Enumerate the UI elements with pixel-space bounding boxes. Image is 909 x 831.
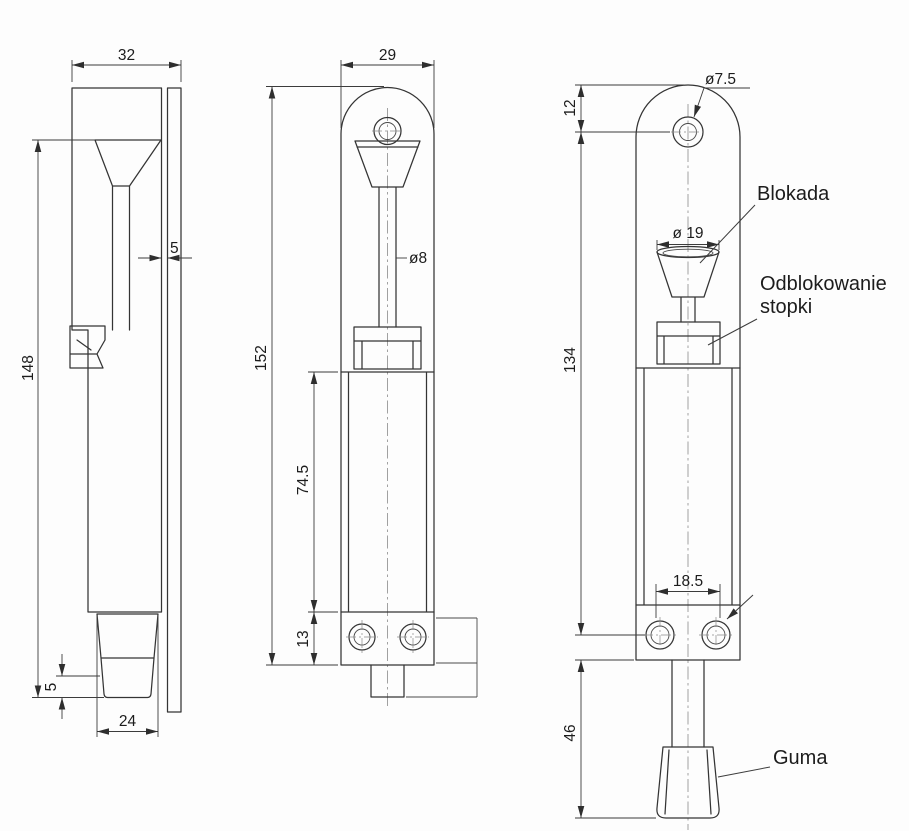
dim-hole-diameter-label: ø7.5 [705,71,736,88]
body-channel-lines [340,371,435,613]
hole-centermarks [643,131,733,653]
dim-depth-label: 32 [118,47,135,64]
housing-outline [71,87,163,613]
dim-gap-label: 5 [170,240,179,257]
dim-slide-ext [308,371,338,613]
front-view: 29 ø8 152 74.5 13 [253,47,478,708]
body-outline [340,86,435,666]
release-leader-line [707,318,758,346]
rubber-leader-line [717,766,771,778]
body-outline [635,84,741,661]
cap-cone [656,251,720,323]
foot-stem [671,659,705,748]
dim-base-label: 13 [295,630,312,647]
backplate-outline [166,87,182,713]
dim-footheight-ext [575,659,656,819]
dim-width-ext [340,60,435,128]
dim-foot-width-label: 24 [119,713,137,730]
dim-stem-label: ø8 [409,250,427,267]
dim-total-label: 152 [253,345,270,371]
dim-width-label: 29 [379,47,396,64]
pedal-funnel-side [94,139,162,331]
lock-leader-line [699,204,756,264]
release-collar [353,326,422,370]
dim-offset-label: 12 [562,99,579,116]
release-annotation-line1: Odblokowanie [760,273,887,295]
dim-height-label: 148 [20,355,37,381]
release-collar [656,321,721,365]
dim-offset-ext [575,84,684,133]
foot-stem-front [370,664,405,698]
base-side-profile [406,617,478,698]
screw-leader-line [726,594,754,620]
body-channel-lines [635,367,741,606]
rubber-annotation: Guma [773,747,828,769]
dim-cap-diameter-label: ø 19 [672,225,703,242]
lock-annotation: Blokada [757,183,830,205]
dim-stemwidth-label: 18.5 [673,573,703,590]
dim-hole-leader [693,87,750,118]
dim-total-ext [266,86,384,666]
dim-rubber-label: 5 [43,683,60,692]
side-view: 32 148 5 5 24 [20,47,192,737]
latch-outline [69,325,106,369]
foot-side-outline [96,613,159,699]
release-annotation-line2: stopki [760,296,812,318]
pedal-funnel-front [354,140,421,328]
annotated-view: ø7.5 12 ø 19 134 18.5 46 Blokada Odbloko… [562,71,887,830]
dim-footheight-label: 46 [562,724,579,741]
dim-ext-height [32,139,104,698]
dim-foot-ext [96,616,159,737]
dim-span-label: 134 [562,347,579,373]
dim-slide-label: 74.5 [295,465,312,495]
cap-rim-inner [662,248,714,258]
rubber-foot-outline [656,746,720,819]
